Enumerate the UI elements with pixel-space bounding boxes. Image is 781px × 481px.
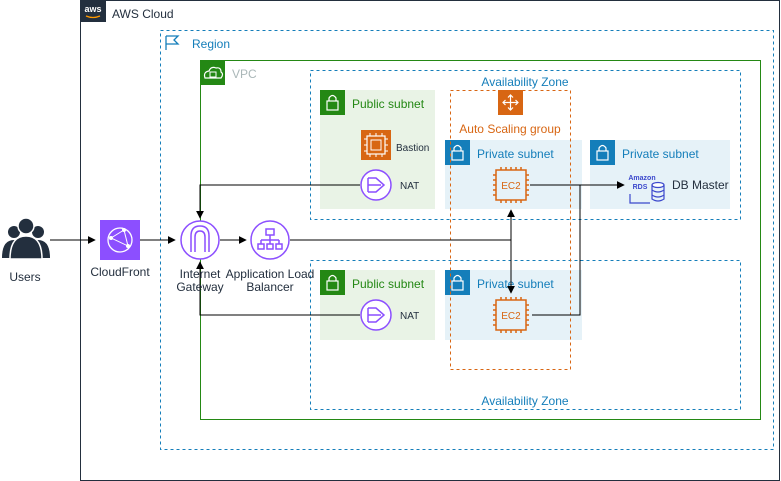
- private-subnet-lock-icon: [590, 140, 615, 165]
- nat-top-to-igw-edge: [196, 184, 360, 219]
- alb-node[interactable]: Application Load Balancer: [226, 220, 315, 294]
- cloudfront-icon: [100, 220, 140, 260]
- db-master-label: DB Master: [672, 178, 729, 192]
- load-balancer-icon: [250, 220, 290, 260]
- private-subnet-bottom-label: Private subnet: [477, 277, 554, 291]
- nat-gateway-icon: [360, 299, 392, 331]
- ec2-bottom-node[interactable]: EC2: [493, 297, 529, 333]
- ec2-chip-icon: [493, 297, 529, 333]
- aws-smile-icon: [85, 15, 101, 19]
- internet-gateway-label-line1: Internet: [180, 267, 221, 281]
- nat-gateway-icon: [360, 169, 392, 201]
- users-node[interactable]: Users: [2, 217, 50, 284]
- public-subnet-lock-icon: [320, 270, 345, 295]
- ec2-top-node[interactable]: EC2: [493, 167, 529, 203]
- private-subnet-top-label: Private subnet: [477, 147, 554, 161]
- nat-bottom-to-igw-edge: [196, 261, 360, 316]
- rds-node[interactable]: Amazon RDS DB Master: [628, 175, 729, 204]
- nat-gateway-bottom-node[interactable]: NAT: [360, 299, 419, 331]
- availability-zone-top-label: Availability Zone: [481, 75, 568, 89]
- aws-logo-text: aws: [84, 4, 101, 14]
- region-label: Region: [192, 37, 230, 51]
- availability-zone-bottom: Availability Zone: [310, 260, 741, 410]
- rds-database-icon: Amazon RDS: [628, 175, 665, 204]
- private-subnet-lock-icon: [445, 270, 470, 295]
- public-subnet-top-label: Public subnet: [352, 97, 425, 111]
- auto-scaling-group: Auto Scaling group: [450, 90, 571, 370]
- ec2-chip-icon: [493, 167, 529, 203]
- alb-label-line1: Application Load: [226, 267, 315, 281]
- nat-gateway-top-node[interactable]: NAT: [360, 169, 419, 201]
- cloudfront-node[interactable]: CloudFront: [90, 220, 150, 279]
- vpc-label: VPC: [232, 67, 257, 81]
- public-subnet-lock-icon: [320, 90, 345, 115]
- availability-zone-top: Availability Zone: [310, 70, 741, 220]
- ec2-bottom-label: EC2: [501, 311, 521, 322]
- internet-gateway-icon: [180, 220, 220, 260]
- region-flag-icon: [165, 35, 180, 50]
- users-icon: [2, 217, 50, 260]
- aws-cloud-label: AWS Cloud: [112, 7, 174, 21]
- cloudfront-label: CloudFront: [90, 265, 150, 279]
- private-subnet-bottom: Private subnet: [445, 270, 582, 340]
- ec2-bottom-to-rds-edge: [532, 185, 581, 316]
- nat-top-label: NAT: [400, 181, 419, 192]
- private-subnet-db: Private subnet: [590, 140, 730, 209]
- rds-badge-line2: RDS: [633, 184, 648, 191]
- internet-gateway-node[interactable]: Internet Gateway: [176, 220, 224, 294]
- bastion-node[interactable]: Bastion: [361, 130, 429, 160]
- ec2-top-label: EC2: [501, 181, 521, 192]
- private-subnet-db-label: Private subnet: [622, 147, 699, 161]
- rds-badge-line1: Amazon: [628, 175, 655, 182]
- alb-label-line2: Balancer: [246, 280, 293, 294]
- availability-zone-bottom-label: Availability Zone: [481, 394, 568, 408]
- public-subnet-bottom-label: Public subnet: [352, 277, 425, 291]
- bastion-label: Bastion: [396, 143, 429, 154]
- private-subnet-top: Private subnet: [445, 140, 582, 209]
- users-label: Users: [9, 270, 40, 284]
- nat-bottom-label: NAT: [400, 311, 419, 322]
- auto-scaling-group-label: Auto Scaling group: [459, 122, 561, 136]
- internet-gateway-label-line2: Gateway: [176, 280, 223, 294]
- connectors: [50, 181, 625, 316]
- private-subnet-lock-icon: [445, 140, 470, 165]
